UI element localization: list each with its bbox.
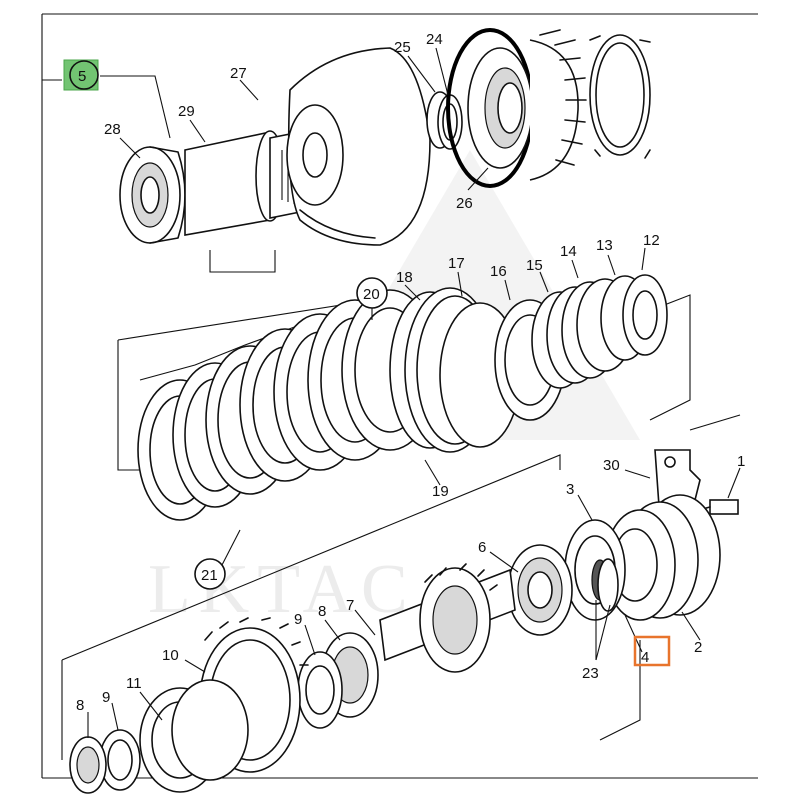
- gear-11: [139, 679, 249, 793]
- label-30: 30: [603, 457, 620, 474]
- label-9b: 9: [102, 689, 110, 706]
- bearing-8b: [69, 736, 107, 794]
- label-11: 11: [126, 675, 142, 692]
- retainer-12-13: [600, 274, 668, 361]
- bearing-28: [119, 146, 186, 244]
- label-3: 3: [566, 481, 574, 498]
- top-group-bracket: [42, 75, 276, 273]
- label-19: 19: [432, 483, 449, 500]
- label-26: 26: [456, 195, 473, 212]
- bottom-group-bracket: [61, 414, 741, 760]
- label-25: 25: [394, 39, 411, 56]
- leader-lines: [87, 47, 741, 738]
- label-18: 18: [396, 269, 413, 286]
- label-14: 14: [560, 243, 577, 260]
- part-labels: 5 27 29 28 25 24 26 20 18 17 16 15 14 13…: [63, 31, 745, 714]
- highlight-orange-box: [633, 635, 671, 667]
- label-2: 2: [694, 639, 702, 656]
- label-21: 21: [201, 567, 218, 584]
- piston-26: [446, 28, 587, 188]
- label-28: 28: [104, 121, 121, 138]
- label-16: 16: [490, 263, 507, 280]
- seal-rings-24-25: [426, 91, 463, 150]
- drum-27: [286, 47, 431, 246]
- rings-23: [591, 558, 619, 612]
- label-8b: 8: [76, 697, 84, 714]
- label-1: 1: [737, 453, 745, 470]
- label-9a: 9: [294, 611, 302, 628]
- label-10: 10: [162, 647, 179, 664]
- washer-9: [297, 651, 343, 729]
- label-23: 23: [582, 665, 599, 682]
- bearing-6: [507, 544, 573, 636]
- label-4: 4: [641, 649, 649, 666]
- label-8a: 8: [318, 603, 326, 620]
- label-13: 13: [596, 237, 613, 254]
- label-17: 17: [448, 255, 465, 272]
- label-7: 7: [346, 597, 354, 614]
- label-24: 24: [426, 31, 443, 48]
- label-5: 5: [78, 68, 86, 85]
- plate-top-right: [589, 34, 651, 159]
- label-12: 12: [643, 232, 660, 249]
- callout-circle-5: [69, 60, 99, 90]
- label-6: 6: [478, 539, 486, 556]
- clutch-pack: [137, 289, 439, 521]
- label-27: 27: [230, 65, 247, 82]
- label-15: 15: [526, 257, 543, 274]
- callout-circle-20: [356, 277, 388, 309]
- callout-circle-21: [194, 558, 226, 590]
- shaft-7: [379, 563, 516, 673]
- svg-text:LKTAC: LKTAC: [148, 551, 416, 628]
- shaft-29: [184, 130, 301, 236]
- label-29: 29: [178, 103, 195, 120]
- label-20: 20: [363, 286, 380, 303]
